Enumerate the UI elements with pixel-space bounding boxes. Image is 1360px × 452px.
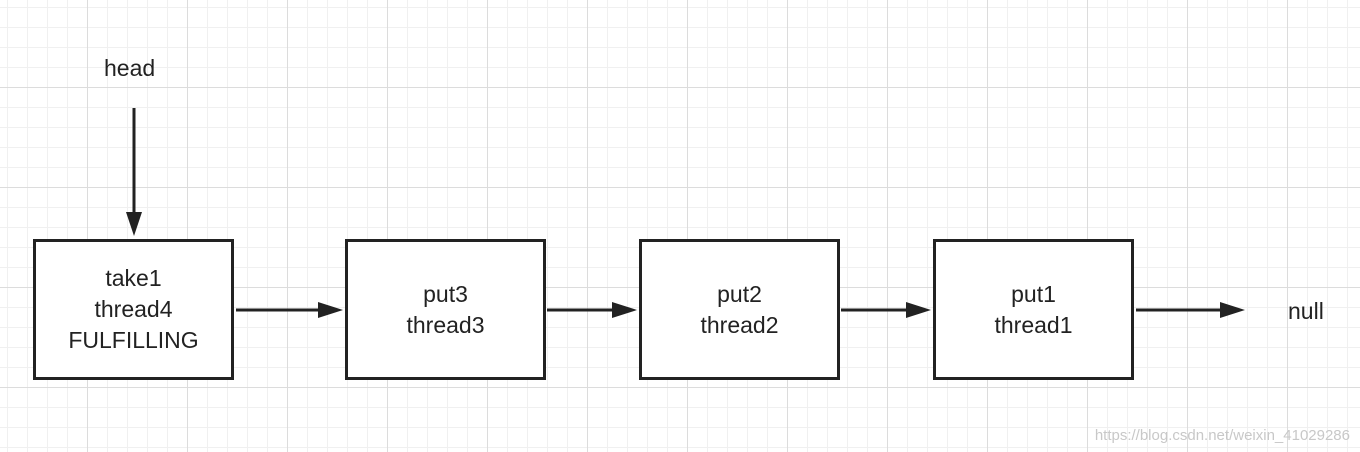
node-line: put2 [717, 280, 762, 307]
node-line: take1 [105, 265, 162, 291]
next-arrowhead-2 [612, 302, 637, 318]
next-arrowhead-1 [318, 302, 343, 318]
node-line: thread2 [700, 311, 779, 338]
node-line: thread4 [94, 296, 173, 322]
watermark: https://blog.csdn.net/weixin_41029286 [1094, 427, 1350, 444]
next-arrowhead-3 [906, 302, 931, 318]
head-label: head [104, 55, 156, 81]
node-put2: put2 thread2 [639, 239, 840, 380]
node-line: put3 [423, 280, 468, 307]
node-line: thread3 [406, 311, 485, 338]
node-put3: put3 thread3 [345, 239, 546, 380]
node-line: FULFILLING [68, 327, 199, 353]
null-arrowhead [1220, 302, 1245, 318]
node-put1: put1 thread1 [933, 239, 1134, 380]
null-label: null [1288, 298, 1324, 324]
head-pointer-arrowhead [126, 212, 142, 236]
node-take1: take1 thread4 FULFILLING [33, 239, 234, 380]
node-line: thread1 [994, 311, 1073, 338]
node-line: put1 [1011, 280, 1056, 307]
